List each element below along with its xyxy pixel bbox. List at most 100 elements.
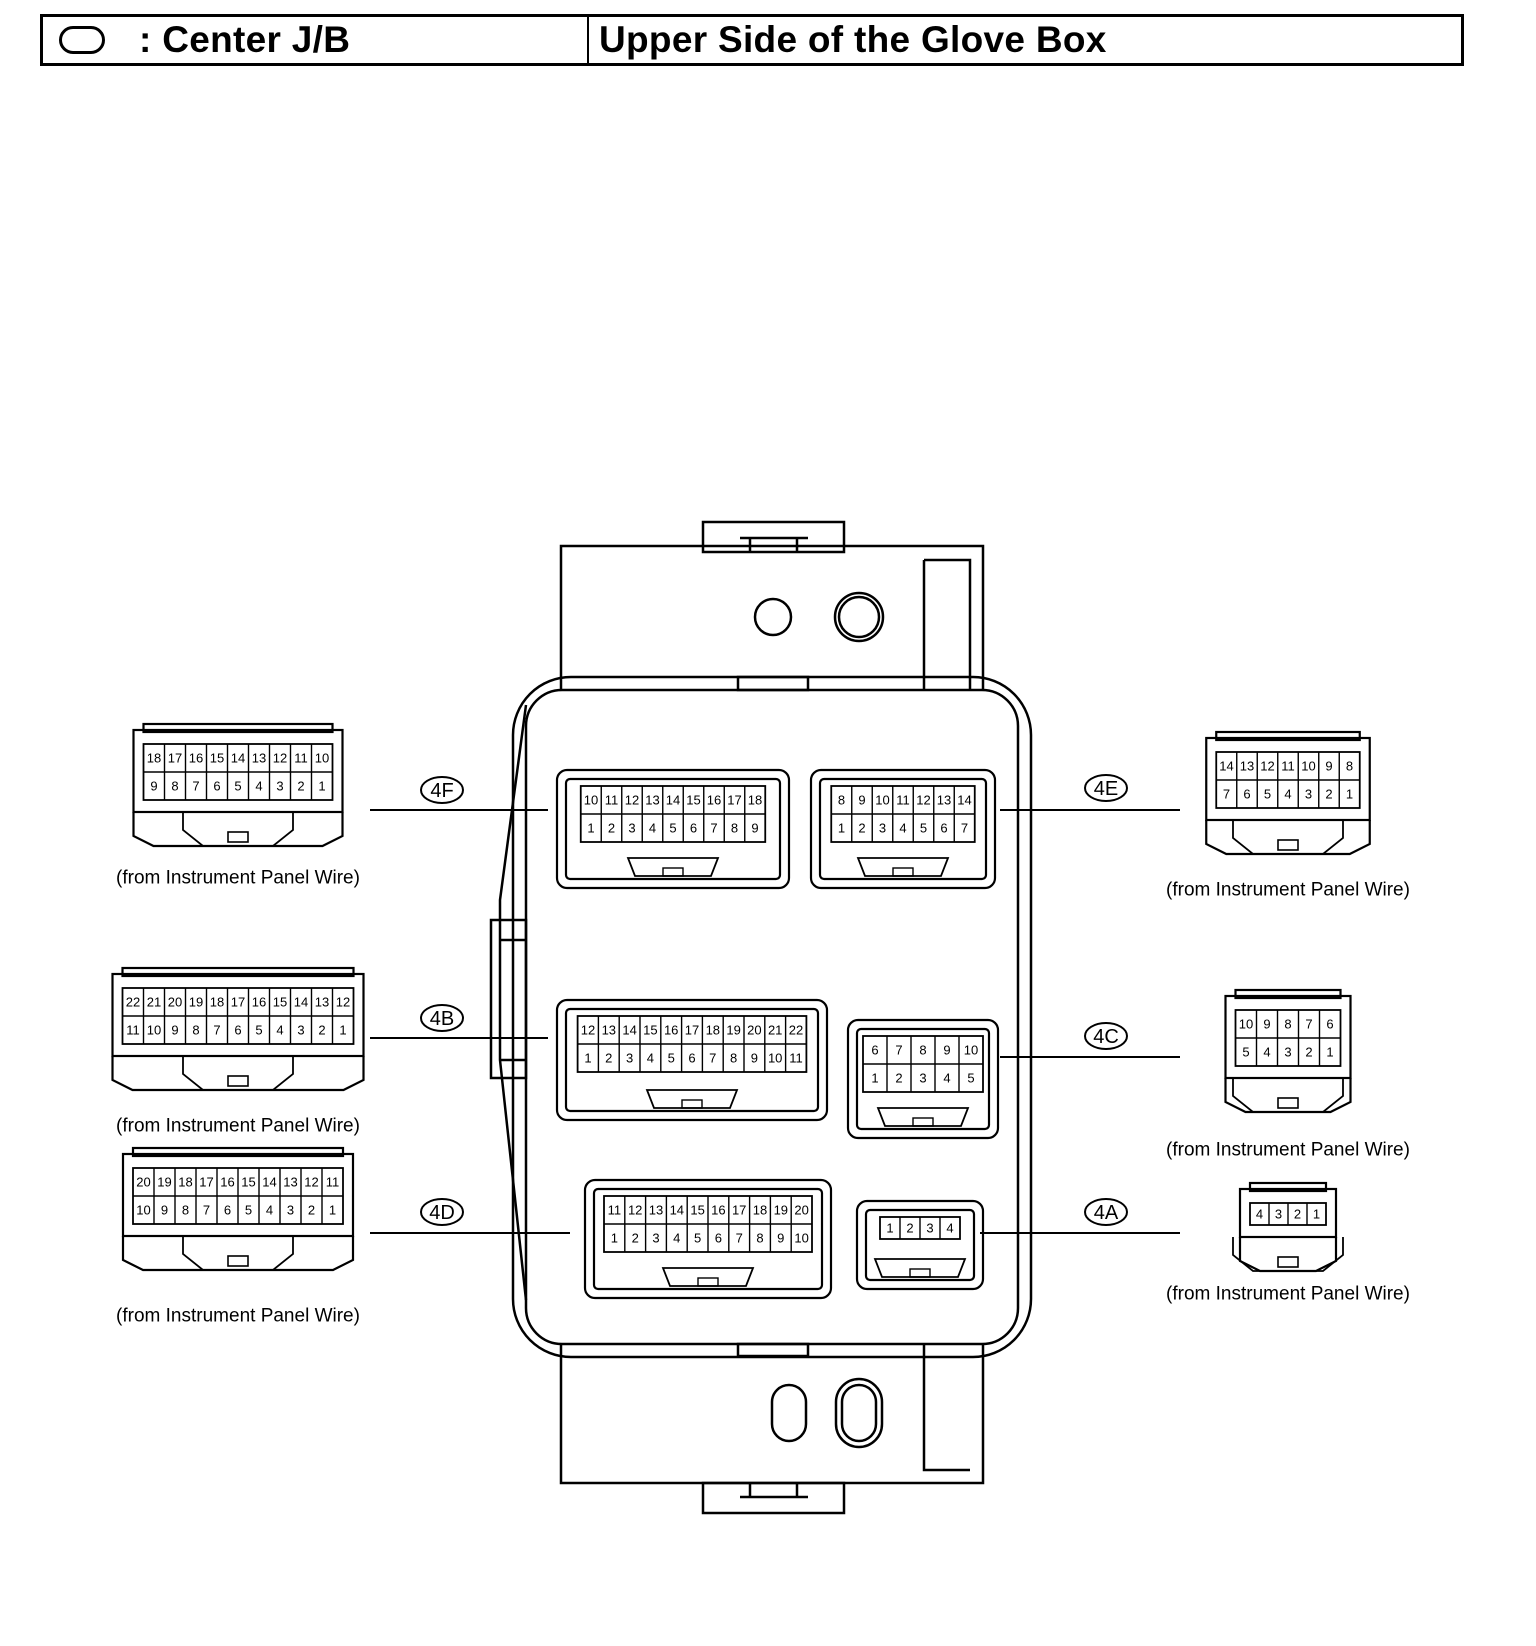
pin-number: 22 [789, 1023, 803, 1038]
pin-number: 4 [647, 1051, 654, 1066]
slot-latch [645, 1089, 739, 1109]
pin-number: 6 [1243, 787, 1250, 802]
connector-top-lip [131, 1146, 345, 1158]
pin-number: 1 [886, 1221, 893, 1236]
pin-number: 9 [751, 821, 758, 836]
pin-number: 18 [753, 1203, 767, 1218]
connector-code-badge [420, 1004, 464, 1032]
pin-number: 17 [727, 793, 741, 808]
pin-number: 7 [709, 1051, 716, 1066]
lock-key [1277, 839, 1299, 851]
pin-number: 3 [276, 779, 283, 794]
connector-lock [182, 812, 294, 847]
pin-number: 11 [326, 1175, 340, 1190]
pin-number: 10 [768, 1051, 782, 1066]
pin-number: 21 [147, 995, 161, 1010]
pin-number: 4 [943, 1071, 950, 1086]
leader-4e: 4E [1000, 774, 1180, 811]
connector-source-caption: (from Instrument Panel Wire) [116, 1306, 360, 1327]
pin-number: 2 [858, 821, 865, 836]
connector-source-caption: (from Instrument Panel Wire) [116, 1116, 360, 1137]
pin-number: 5 [1264, 787, 1271, 802]
connector-code-label: 4B [430, 1008, 454, 1030]
pin-number: 4 [276, 1023, 283, 1038]
pin-number: 14 [262, 1175, 276, 1190]
pin-number: 17 [168, 751, 182, 766]
pin-number: 1 [1313, 1207, 1320, 1222]
pin-number: 5 [234, 779, 241, 794]
pin-number: 11 [1281, 759, 1295, 774]
pin-number: 6 [690, 821, 697, 836]
pin-number: 10 [147, 1023, 161, 1038]
pin-number: 3 [628, 821, 635, 836]
leader-4f: 4F [370, 776, 548, 811]
pin-number: 8 [192, 1023, 199, 1038]
pin-number: 9 [150, 779, 157, 794]
pin-number: 2 [608, 821, 615, 836]
junction-block-body [489, 520, 1033, 1515]
pin-number: 17 [732, 1203, 746, 1218]
pin-number: 10 [584, 793, 598, 808]
pin-number: 17 [231, 995, 245, 1010]
connector-lock [1232, 1078, 1344, 1113]
connector-top-lip [1215, 730, 1361, 742]
oval-outline-icon [59, 26, 105, 54]
connector-lock [182, 1056, 294, 1091]
mount-hole-large [833, 591, 885, 643]
pin-number: 11 [608, 1203, 622, 1218]
pin-number: 16 [252, 995, 266, 1010]
pin-number: 3 [926, 1221, 933, 1236]
pin-number: 20 [136, 1175, 150, 1190]
pin-number: 11 [294, 751, 308, 766]
slot-latch [856, 857, 950, 877]
diagram-header: : Center J/B Upper Side of the Glove Box [40, 14, 1464, 66]
connector-source-caption: (from Instrument Panel Wire) [1166, 1140, 1410, 1161]
pin-number: 13 [649, 1203, 663, 1218]
pin-number: 9 [751, 1051, 758, 1066]
pin-number: 18 [748, 793, 762, 808]
pin-number: 14 [231, 751, 245, 766]
pin-number: 13 [602, 1023, 616, 1038]
connector-code-badge [1084, 1198, 1128, 1226]
connector-code-label: 4F [430, 780, 453, 802]
pin-number: 11 [605, 793, 619, 808]
pin-number: 9 [161, 1203, 168, 1218]
pin-number: 3 [1305, 787, 1312, 802]
lock-key [227, 1075, 249, 1087]
pin-number: 15 [273, 995, 287, 1010]
mount-hole-large-inner [837, 595, 881, 639]
pin-number: 12 [581, 1023, 595, 1038]
lock-key [227, 1255, 249, 1267]
connector-code-badge [1084, 774, 1128, 802]
header-right-cell: Upper Side of the Glove Box [589, 17, 1461, 63]
pin-number: 6 [224, 1203, 231, 1218]
pin-number: 1 [339, 1023, 346, 1038]
pin-number: 20 [794, 1203, 808, 1218]
junction-block-title: : Center J/B [139, 19, 351, 60]
pin-number: 3 [626, 1051, 633, 1066]
slot-inner [864, 1208, 976, 1282]
pin-number: 9 [858, 793, 865, 808]
pin-number: 3 [297, 1023, 304, 1038]
pin-number: 10 [794, 1231, 808, 1246]
pin-number: 9 [171, 1023, 178, 1038]
pin-number: 9 [943, 1043, 950, 1058]
bottom-clip [701, 1481, 846, 1515]
slot-latch [626, 857, 720, 877]
connector-code-badge [1084, 1022, 1128, 1050]
top-bracket [559, 544, 985, 690]
pin-number: 7 [203, 1203, 210, 1218]
pin-number: 8 [731, 821, 738, 836]
pin-number: 19 [774, 1203, 788, 1218]
top-bracket-rail [924, 558, 972, 690]
header-left-cell: : Center J/B [43, 17, 589, 63]
lock-key [1277, 1256, 1299, 1268]
pin-number: 14 [294, 995, 308, 1010]
pin-number: 2 [895, 1071, 902, 1086]
